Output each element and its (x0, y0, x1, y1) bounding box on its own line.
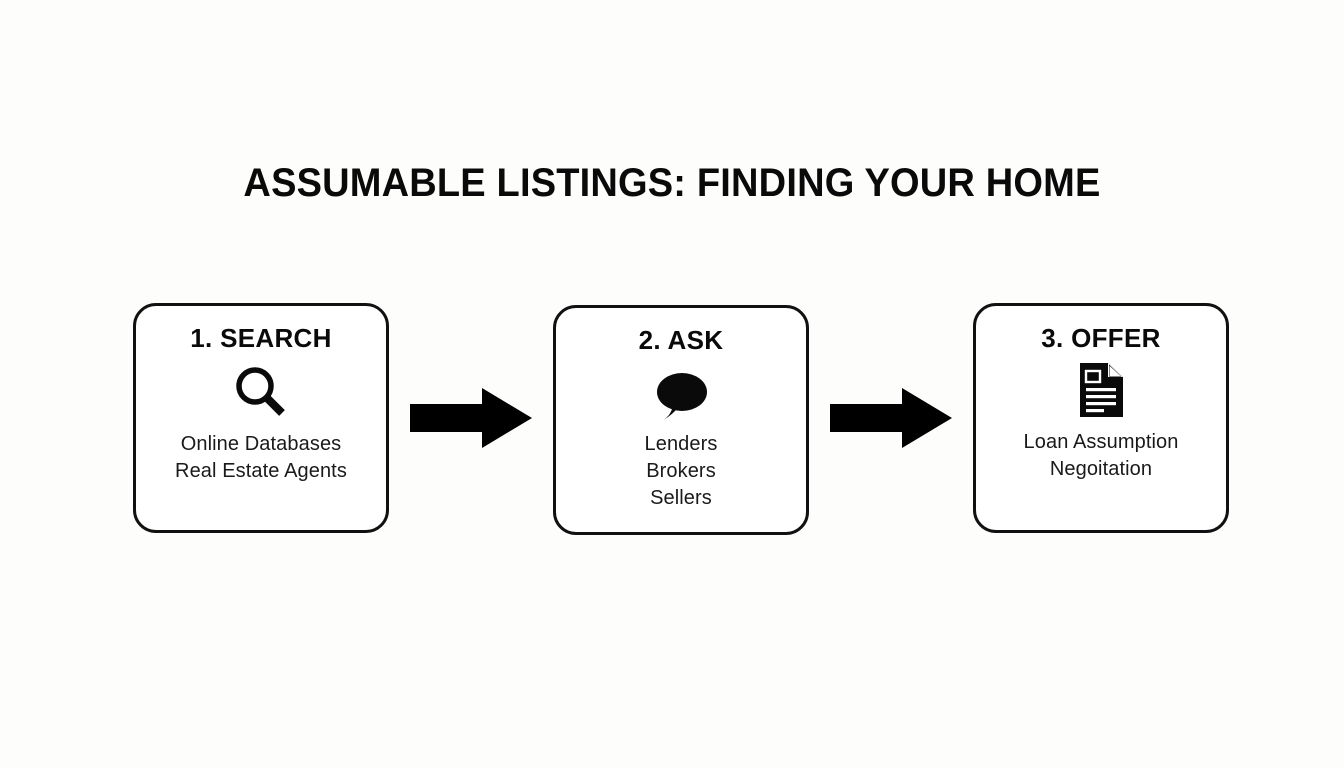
magnifying-glass-icon (232, 361, 290, 423)
document-icon (1078, 359, 1124, 421)
step-detail-line: Online Databases (180, 433, 342, 455)
step-detail-line: Negoitation (1049, 458, 1153, 480)
step-card-ask[interactable]: 2. ASK Lenders Brokers Sellers (553, 305, 809, 535)
step-detail-list: Lenders Brokers Sellers (645, 431, 718, 512)
step-detail-list: Loan Assumption Negoitation (1024, 429, 1179, 483)
connector-arrow-2 (821, 303, 961, 533)
step-detail-line: Loan Assumption (1023, 431, 1179, 453)
process-flow: 1. SEARCH Online Databases Real Estate A… (133, 303, 1229, 538)
step-card-search[interactable]: 1. SEARCH Online Databases Real Estate A… (133, 303, 389, 533)
connector-arrow-1 (401, 303, 541, 533)
step-detail-line: Real Estate Agents (175, 460, 347, 482)
speech-bubble-icon (653, 365, 709, 427)
step-detail-line: Brokers (646, 460, 716, 482)
step-detail-line: Lenders (644, 433, 718, 455)
step-heading: 2. ASK (638, 325, 724, 355)
arrow-right-icon (830, 388, 952, 448)
step-card-offer[interactable]: 3. OFFER Loan Assum (973, 303, 1229, 533)
page-title: ASSUMABLE LISTINGS: FINDING YOUR HOME (243, 161, 1101, 205)
step-detail-list: Online Databases Real Estate Agents (175, 431, 347, 485)
arrow-right-icon (410, 388, 532, 448)
step-heading: 1. SEARCH (190, 323, 332, 353)
step-detail-line: Sellers (650, 487, 712, 509)
step-heading: 3. OFFER (1041, 323, 1161, 353)
